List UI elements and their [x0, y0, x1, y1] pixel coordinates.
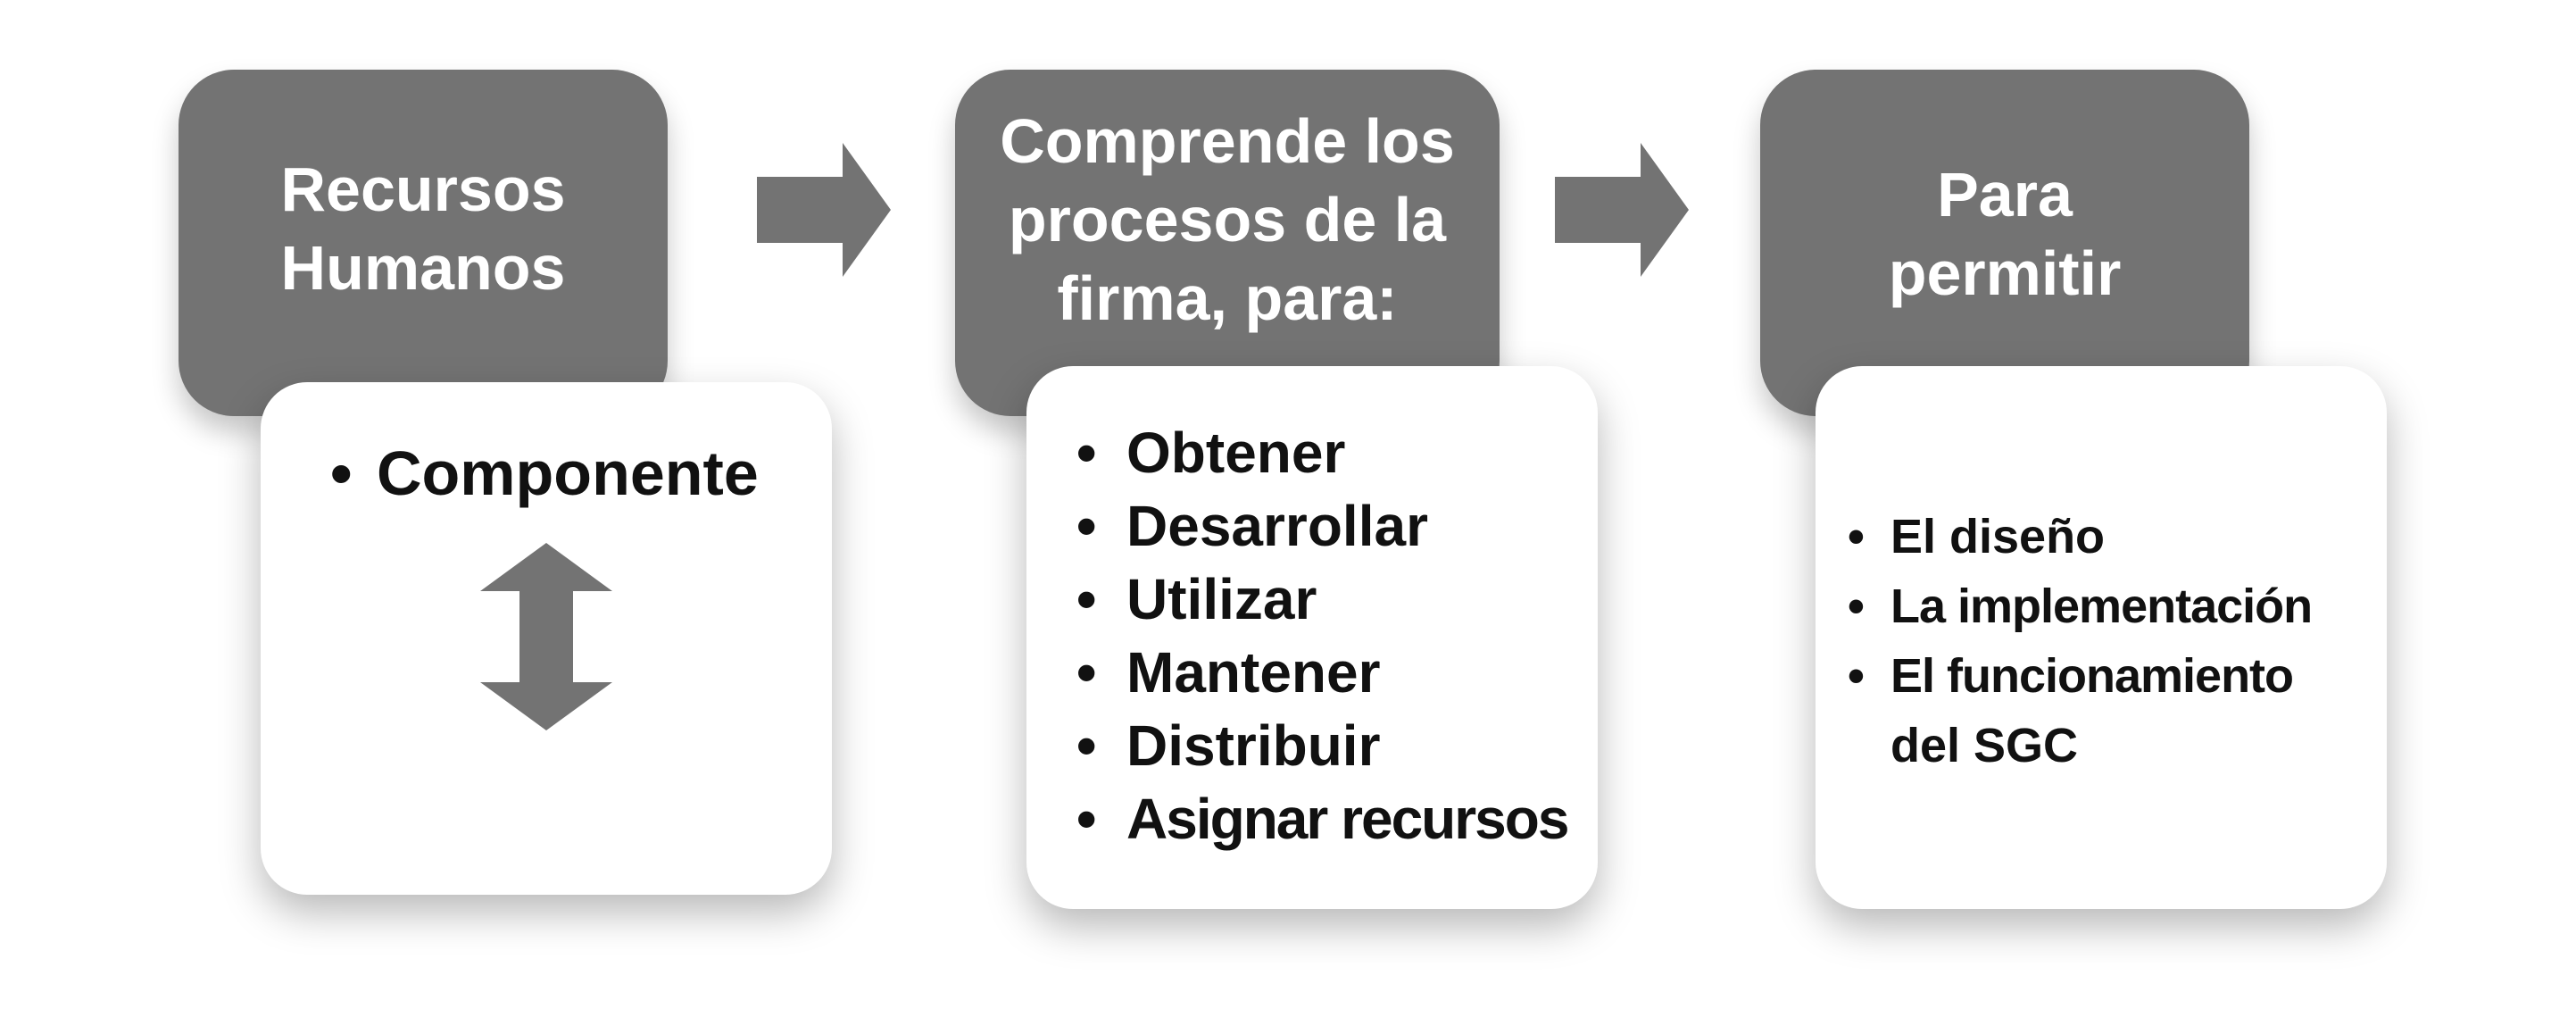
right-arrow-icon — [757, 143, 891, 277]
list-item: • Distribuir — [1076, 709, 1567, 782]
list-item: • Desarrollar — [1076, 489, 1567, 563]
bullet-dot-icon: • — [1848, 580, 1865, 633]
card-componente: • Componente — [261, 382, 832, 895]
list-item: • Mantener — [1076, 636, 1567, 709]
bullet-dot-icon: • — [1076, 567, 1097, 631]
list-item: • Obtener — [1076, 416, 1567, 489]
list-item: • Asignar recursos — [1076, 782, 1569, 855]
header-box-recursos-humanos: Recursos Humanos — [179, 70, 668, 416]
bullet-dot-icon: • — [1076, 421, 1097, 485]
bullet-dot-icon: • — [1848, 649, 1865, 703]
list-item-text: El diseño — [1890, 510, 2106, 563]
list-item: • El diseño — [1848, 502, 2312, 571]
list-item-continuation: del SGC — [1848, 711, 2312, 780]
header-line: procesos de la — [1008, 185, 1447, 254]
list-item-text: Componente — [377, 438, 759, 508]
bullet-list: • Componente — [330, 429, 759, 518]
bullet-dot-icon: • — [1076, 494, 1097, 558]
bullet-dot-icon: • — [1076, 787, 1097, 851]
list-item-text: El funcionamiento — [1890, 649, 2294, 703]
list-item-text: Distribuir — [1126, 713, 1381, 778]
header-line: Comprende los — [1000, 106, 1455, 176]
list-item-text: del SGC — [1890, 719, 2079, 772]
list-item-text: Utilizar — [1126, 567, 1317, 631]
header-line: Recursos — [280, 154, 566, 224]
list-item-text: Desarrollar — [1126, 494, 1428, 558]
header-box-comprende-procesos: Comprende los procesos de la firma, para… — [955, 70, 1500, 416]
bullet-dot-icon: • — [1848, 510, 1865, 563]
list-item: • La implementación — [1848, 571, 2313, 641]
bullet-list: • Obtener • Desarrollar • Utilizar • Man… — [1076, 416, 1569, 855]
header-box-para-permitir: Para permitir — [1760, 70, 2249, 416]
right-arrow-icon — [1555, 143, 1689, 277]
card-permitir: • El diseño • La implementación • El fun… — [1816, 366, 2387, 909]
bullet-dot-icon: • — [1076, 713, 1097, 778]
card-procesos: • Obtener • Desarrollar • Utilizar • Man… — [1026, 366, 1598, 909]
bullet-dot-icon: • — [1076, 640, 1097, 705]
list-item-text: Obtener — [1126, 421, 1346, 485]
list-item-text: La implementación — [1890, 580, 2313, 633]
double-vertical-arrow-icon — [480, 543, 612, 730]
list-item: • El funcionamiento — [1848, 641, 2312, 711]
list-item-text: Asignar recursos — [1126, 787, 1569, 851]
header-line: Humanos — [280, 233, 566, 303]
header-line: firma, para: — [1057, 263, 1398, 333]
list-item: • Componente — [330, 429, 759, 518]
header-line: Para — [1937, 160, 2073, 229]
header-line: permitir — [1888, 238, 2122, 308]
list-item: • Utilizar — [1076, 563, 1567, 636]
list-item-text: Mantener — [1126, 640, 1381, 705]
bullet-list: • El diseño • La implementación • El fun… — [1848, 502, 2313, 780]
bullet-dot-icon: • — [330, 438, 353, 508]
